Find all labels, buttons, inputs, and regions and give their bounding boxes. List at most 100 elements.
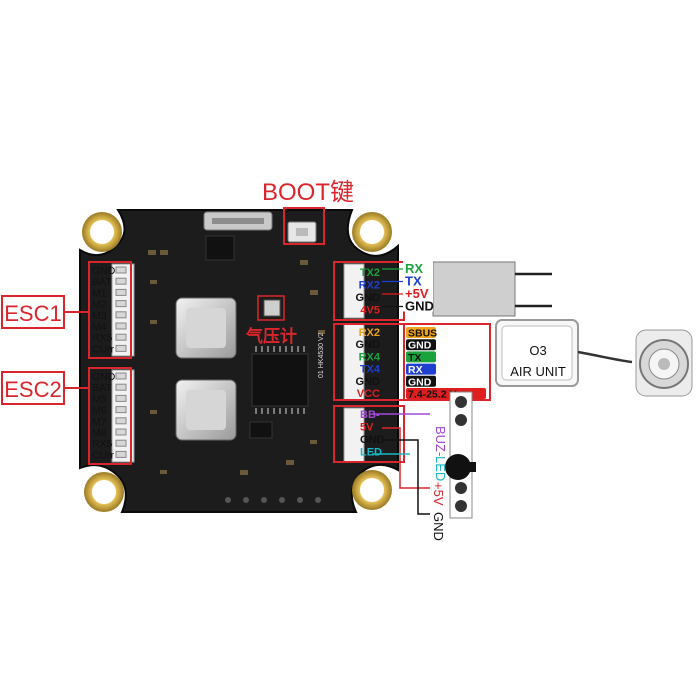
barometer-label: 气压计 (245, 326, 297, 346)
esc1-pin-socket (115, 333, 127, 341)
o3-label-tag (406, 351, 436, 363)
o3-antenna-cable (577, 350, 633, 364)
gnd-wire (384, 439, 430, 515)
o3-pin-2: RX4 (359, 351, 381, 363)
esc1-connector (111, 263, 135, 357)
esc1-title-box (1, 295, 65, 329)
smd-components (148, 250, 325, 475)
esc1-pin-7: CUrr (92, 343, 115, 355)
receiver-label-0: RX (405, 261, 423, 276)
buz-pin-0: BB- (360, 409, 380, 421)
esc1-pin-socket (115, 311, 127, 319)
o3-label-tag (406, 375, 436, 387)
mount-pad-top-right (352, 212, 392, 252)
esc2-title-box (1, 371, 65, 405)
esc2-pin-3: M6 (92, 405, 107, 417)
esc1-pin-4: M3 (92, 310, 107, 322)
buzzer-frame (333, 405, 405, 463)
buz-pin-3: LED (360, 447, 382, 459)
mount-pad-top-left (82, 212, 122, 252)
esc2-pin-socket (115, 439, 127, 447)
uart2-pin-1: RX2 (359, 280, 380, 292)
o3-label-tag (406, 363, 436, 375)
uart2-pin-3: 4V5 (360, 305, 380, 317)
buz-label: BUZ- (433, 426, 448, 456)
esc1-frame (88, 261, 132, 359)
receiver-label-1: TX (405, 274, 422, 289)
buzzer (445, 454, 471, 480)
barometer-chip (263, 299, 281, 317)
esc2-pin-socket (115, 406, 127, 414)
o3-pin-5: VCC (357, 388, 380, 400)
board-silkscreen: 01 HK4530 V2 (318, 332, 325, 378)
plus5v-wire (382, 427, 430, 489)
receiver-label-bg (403, 261, 433, 274)
o3-pin-1: GND (356, 339, 381, 351)
esc1-pin-3: M2 (92, 299, 107, 311)
buz-pin-1: 5V (360, 422, 374, 434)
esc1-pin-socket (115, 300, 127, 308)
gnd-label: GND (431, 512, 446, 541)
esc2-pin-5: M8 (92, 427, 107, 439)
esc2-title: ESC2 (4, 377, 61, 402)
esc2-pin-socket (115, 428, 127, 436)
esc1-pin-socket (115, 288, 127, 296)
esc1-pin-socket (115, 344, 127, 352)
o3-pin-0: RX2 (359, 327, 380, 339)
gyro-chip (249, 421, 273, 439)
receiver-label-3: GND (405, 299, 434, 314)
receiver-label-bg (403, 298, 433, 312)
mcu-chip (251, 346, 309, 414)
esc2-frame (88, 367, 132, 465)
esc2-pin-0: GND (92, 371, 116, 383)
uart2-pin-0: TX2 (360, 267, 380, 279)
o3-air-unit: O3 AIR UNIT (495, 319, 579, 387)
o3-pin-4: GND (356, 376, 381, 388)
inductor-bottom (175, 379, 237, 441)
buz-pin-2: GND (360, 434, 385, 446)
esc1-pin-socket (115, 322, 127, 330)
o3-label-3: RX (408, 364, 423, 376)
esc2-pin-socket (115, 417, 127, 425)
led-pad-1 (455, 396, 467, 408)
o3-label-2: TX (408, 352, 421, 364)
uart2-pin-2: GND (356, 292, 381, 304)
o3-label-1: GND (408, 340, 432, 352)
esc1-pin-2: M1 (92, 287, 107, 299)
led-pad-2 (455, 414, 467, 426)
barometer-highlight-box (257, 295, 285, 321)
regulator-chip (205, 235, 235, 261)
o3-label-0: SBUS (408, 328, 437, 340)
receiver-label-2: +5V (405, 286, 429, 301)
esc1-pin-socket (115, 277, 127, 285)
flight-controller-board: 01 HK4530 V2 (79, 209, 399, 513)
led-pad-3 (455, 482, 467, 494)
esc1-title: ESC1 (4, 301, 61, 326)
esc2-pin-socket (115, 383, 127, 391)
inductor-top (175, 297, 237, 359)
led-pad-4 (455, 500, 467, 512)
esc2-pin-2: M5 (92, 393, 107, 405)
boot-label: BOOT键 (262, 179, 354, 206)
receiver-module (432, 261, 516, 317)
o3-label-tag (406, 327, 436, 338)
esc1-pin-socket (115, 266, 127, 274)
esc2-pin-socket (115, 372, 127, 380)
esc1-pin-6: RX5 (92, 332, 113, 344)
o3-label-tag (406, 339, 436, 351)
esc2-pin-socket (115, 394, 127, 402)
o3-label-5: 7.4-25.2 V (408, 389, 456, 401)
vias (225, 497, 321, 503)
plus5v-label: +5V (431, 482, 446, 506)
esc2-pin-6: RX5 (92, 438, 113, 450)
esc2-pin-socket (115, 450, 127, 458)
